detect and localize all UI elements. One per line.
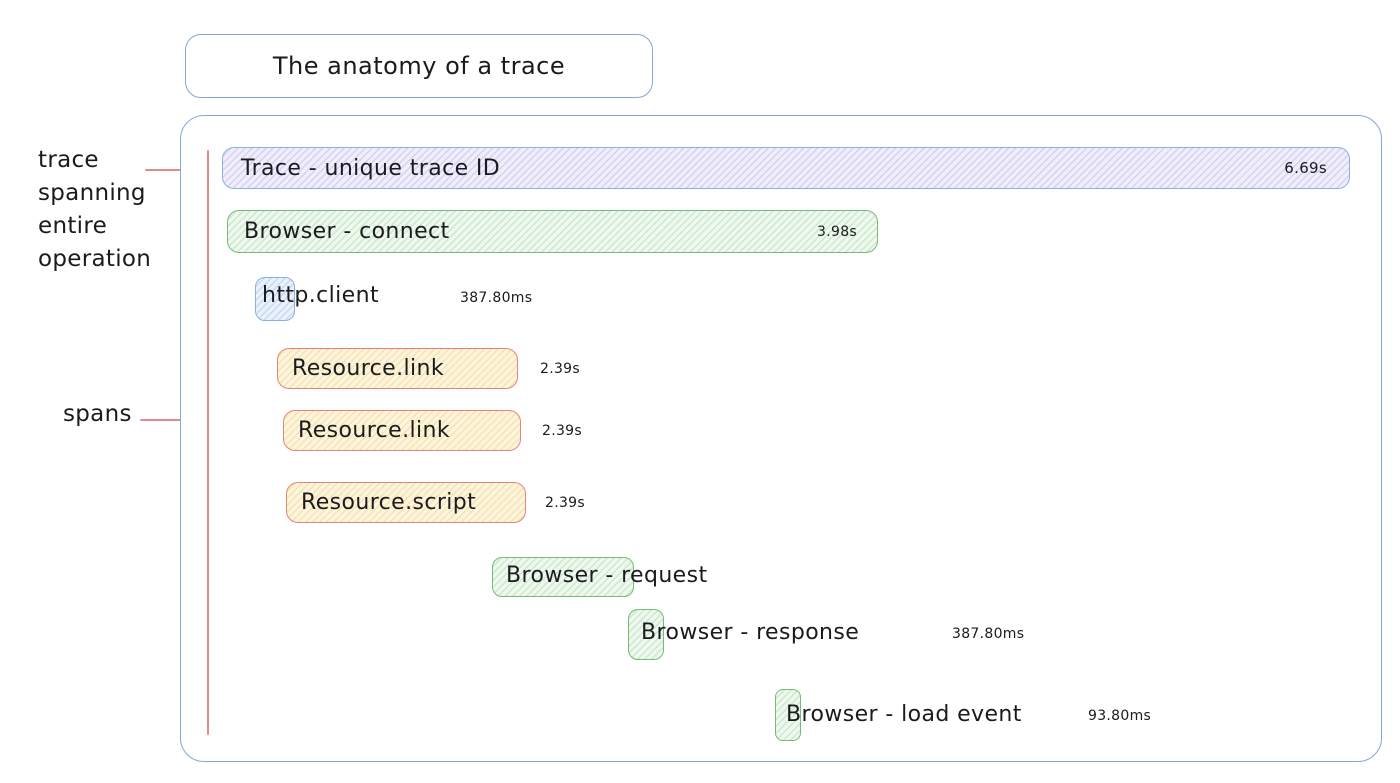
span-label: Browser - load event <box>786 702 1022 727</box>
diagram-title: The anatomy of a trace <box>272 52 566 80</box>
span-duration: 2.39s <box>542 423 582 439</box>
annotation-spans: spans <box>63 401 132 427</box>
span-label: http.client <box>262 283 379 308</box>
span-browser-request-box <box>492 557 634 597</box>
span-resource-script: Resource.script <box>286 482 526 523</box>
span-browser-load-event-box <box>775 689 801 741</box>
span-duration: 387.80ms <box>952 626 1025 642</box>
annotation-line-trace <box>145 169 209 171</box>
span-resource-link-2: Resource.link <box>283 410 521 451</box>
span-duration: 2.39s <box>540 361 580 377</box>
span-browser-connect: Browser - connect 3.98s <box>227 210 878 253</box>
span-resource-link-1: Resource.link <box>277 348 518 389</box>
span-label: Resource.link <box>298 418 450 443</box>
span-label: Resource.script <box>301 490 477 515</box>
span-duration: 3.98s <box>817 223 857 240</box>
annotation-line-spans <box>140 419 212 421</box>
span-label: Browser - request <box>506 563 708 588</box>
span-http-client-box <box>255 277 295 321</box>
span-label: Browser - connect <box>244 219 450 244</box>
span-duration: 93.80ms <box>1088 708 1152 724</box>
span-label: Resource.link <box>292 356 444 381</box>
span-label: Browser - response <box>641 620 860 645</box>
trace-bar-duration: 6.69s <box>1284 159 1327 177</box>
trace-bar-label: Trace - unique trace ID <box>241 155 501 181</box>
span-duration: 2.39s <box>545 495 585 511</box>
span-browser-response-box <box>628 609 664 660</box>
annotation-trace-spanning: trace spanning entire operation <box>38 147 152 272</box>
spans-guide-line <box>207 150 209 735</box>
trace-bar: Trace - unique trace ID 6.69s <box>222 147 1350 189</box>
diagram-title-box: The anatomy of a trace <box>185 34 653 98</box>
span-duration: 387.80ms <box>460 290 533 306</box>
